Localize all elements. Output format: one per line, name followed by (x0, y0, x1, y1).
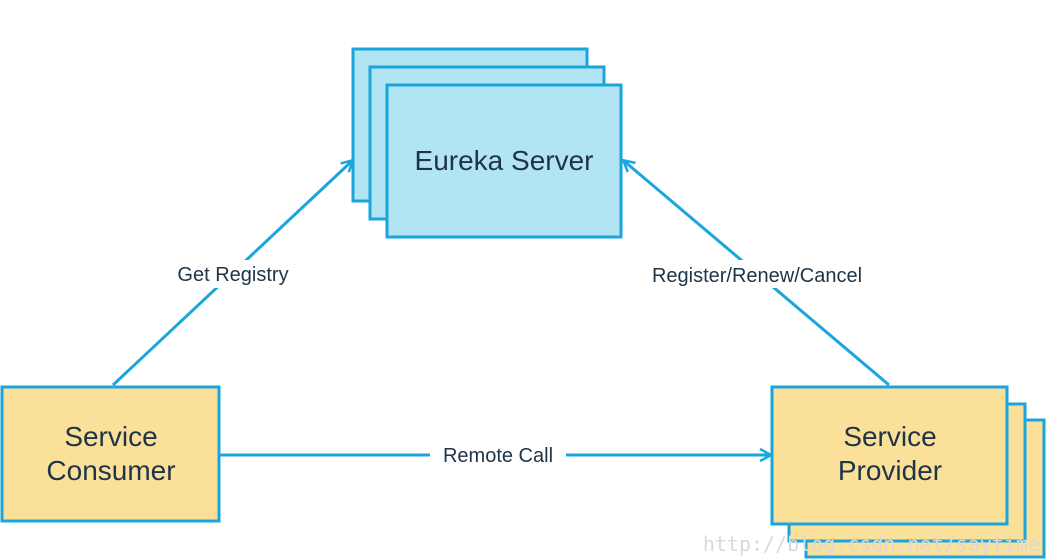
get-registry-label-bg (163, 260, 301, 288)
remote-call-edge: Remote Call (220, 441, 770, 469)
service-provider-label-line1: Service (843, 421, 936, 452)
get-registry-label: Get Registry (177, 264, 288, 286)
service-consumer-node: Service Consumer (0, 385, 221, 523)
eureka-server-label: Eureka Server (415, 145, 594, 176)
service-consumer-card (0, 385, 221, 523)
service-provider-node: Service Provider (770, 385, 1046, 559)
remote-call-label: Remote Call (443, 445, 553, 467)
watermark-url: http://blog.csdn.net/saytime (703, 532, 1040, 556)
register-renew-cancel-label-bg (630, 260, 884, 288)
eureka-server-front-card (385, 83, 623, 239)
eureka-server-node: Eureka Server (351, 47, 623, 239)
register-renew-cancel-edge: Register/Renew/Cancel (624, 161, 890, 387)
register-renew-cancel-label: Register/Renew/Cancel (652, 265, 862, 287)
service-consumer-label-line2: Consumer (46, 455, 175, 486)
get-registry-edge: Get Registry (111, 161, 352, 387)
service-provider-label-line2: Provider (838, 455, 942, 486)
service-consumer-label-line1: Service (64, 421, 157, 452)
remote-call-label-bg (430, 441, 566, 469)
